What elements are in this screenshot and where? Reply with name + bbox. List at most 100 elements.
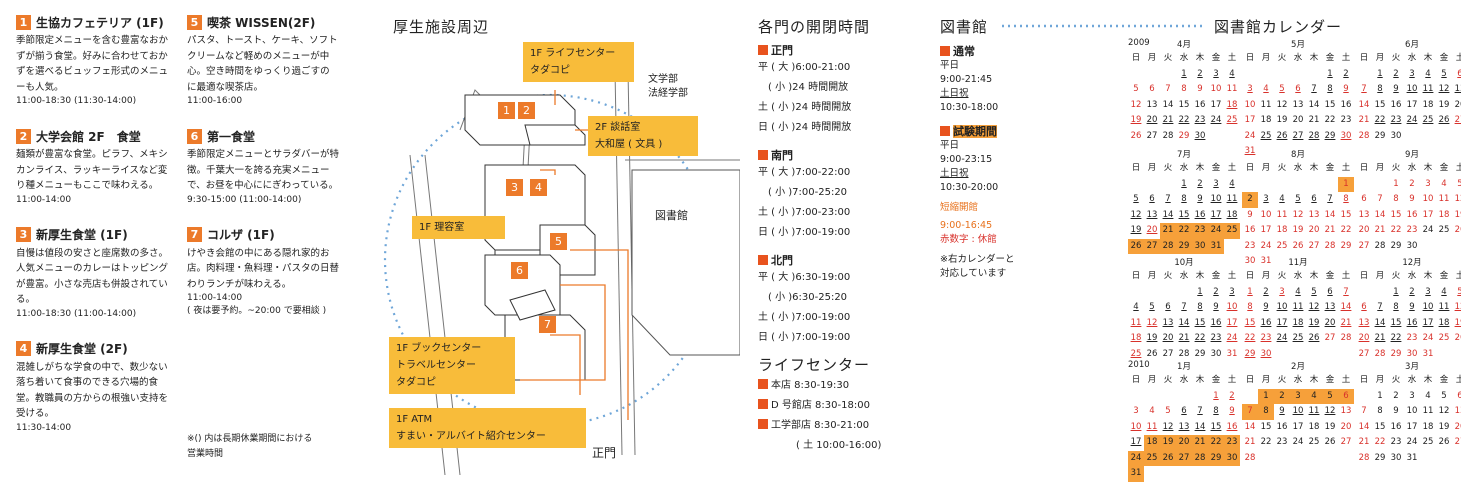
calendar-day: 13	[1146, 99, 1158, 110]
calendar-day: 4	[1306, 388, 1322, 404]
long-break-note: ※() 内は長期休業期間における 営業時間	[187, 434, 313, 459]
calendar-day: 5	[1311, 286, 1317, 297]
calendar-day: 23	[1260, 333, 1272, 343]
calendar-day: 18	[1144, 435, 1160, 451]
calendar-day: 3	[1279, 286, 1285, 297]
calendar-weekday: 土	[1341, 271, 1351, 281]
calendar-day: 8	[1181, 84, 1187, 94]
calendar-weekday: 土	[1455, 53, 1461, 63]
gate-hours-line: 平 ( 大 )6:00-21:00	[758, 62, 851, 73]
calendar-day: 11	[1292, 302, 1304, 312]
calendar-day: 7	[1377, 302, 1383, 312]
calendar-day: 7	[1181, 302, 1187, 312]
library-normal-head: 通常	[953, 45, 975, 58]
calendar-day: 22	[1178, 115, 1190, 125]
calendar-weekday: 金	[1211, 375, 1221, 385]
calendar-day: 2	[1197, 178, 1203, 189]
calendar-day: 25	[1438, 333, 1450, 343]
gate-name: 正門	[758, 42, 908, 58]
calendar-day: 4	[1441, 286, 1447, 297]
calendar-day: 25	[1260, 130, 1272, 141]
calendar-weekday: 日	[1131, 53, 1141, 63]
calendar-day: 6	[1181, 406, 1187, 416]
calendar-day: 15	[1340, 209, 1352, 220]
calendar-day: 19	[1438, 421, 1450, 432]
calendar-weekday: 火	[1163, 375, 1173, 385]
calendar-weekday: 日	[1359, 163, 1369, 173]
calendar-day: 14	[1374, 317, 1386, 328]
facility-hours: 11:00-16:00	[187, 96, 243, 106]
calendar-day: 5	[1457, 178, 1461, 189]
facility-number: 1	[16, 14, 31, 30]
calendar-day: 2	[1242, 192, 1258, 208]
calendar-day: 27	[1292, 130, 1304, 141]
facility-number: 4	[16, 341, 31, 356]
calendar-weekday: 土	[1341, 163, 1351, 173]
calendar-day: 14	[1358, 421, 1370, 432]
calendar-day: 13	[1454, 84, 1461, 94]
gate-hours-line: 土 ( 小 )7:00-19:00	[758, 312, 851, 323]
calendar-weekday: 木	[1195, 163, 1205, 173]
calendar-day: 30	[1192, 238, 1208, 254]
facility-description: 自慢は値段の安さと座席数の多さ。人気メニューのカレーはトッピングが豊富。小さな売…	[16, 247, 169, 306]
calendar-day: 29	[1374, 130, 1386, 141]
gate-hours-line: 土 ( 小 )24 時間開放	[758, 102, 852, 113]
calendar-day: 30	[1210, 348, 1222, 359]
calendar-weekday: 金	[1325, 163, 1335, 173]
calendar-day: 20	[1324, 317, 1336, 328]
calendar-day: 8	[1247, 302, 1253, 312]
calendar-day: 24	[1422, 333, 1434, 343]
facility-hours: 11:30-14:00	[16, 422, 72, 433]
calendar-weekday: 土	[1227, 271, 1237, 281]
calendar-day: 3	[1290, 388, 1306, 404]
calendar-day: 14	[1162, 99, 1174, 110]
calendar-day: 6	[1295, 84, 1301, 94]
calendar-day: 7	[1311, 84, 1317, 94]
calendar-day: 20	[1358, 333, 1370, 343]
calendar-day: 31	[1406, 452, 1418, 463]
calendar-day: 1	[1338, 176, 1354, 192]
calendar-day: 2	[1409, 178, 1415, 189]
calendar-day: 6	[1311, 194, 1317, 204]
calendar-day: 28	[1178, 348, 1190, 359]
library-exam-head: 試験期間	[953, 125, 997, 138]
facility-description: けやき会館の中にある隠れ家的お店。肉料理・魚料理・パスタの日替わりランチが味わえ…	[187, 247, 340, 290]
calendar-day: 17	[1406, 421, 1418, 432]
life-center-title: ライフセンター	[758, 356, 871, 374]
gate-hours-line: 土 ( 小 )7:00-23:00	[758, 207, 851, 218]
calendar-day: 7	[1165, 194, 1171, 204]
calendar-day: 25	[1130, 348, 1142, 359]
calendar-weekday: 火	[1391, 163, 1401, 173]
calendar-day: 21	[1192, 435, 1208, 451]
facility-name: 新厚生食堂 (1F)	[36, 228, 128, 242]
calendar-day: 12	[1146, 317, 1158, 328]
calendar-weekday: 土	[1455, 163, 1461, 173]
calendar-day: 3	[1229, 286, 1235, 297]
library-exam-line: 平日	[940, 140, 960, 151]
calendar-weekday: 水	[1179, 375, 1189, 385]
calendar-weekday: 火	[1163, 271, 1173, 281]
calendar-day: 7	[1377, 194, 1383, 204]
life-center-item-d: D 号館店 8:30-18:00	[771, 400, 870, 411]
calendar-day: 28	[1340, 333, 1352, 343]
calendar-day: 9	[1279, 406, 1285, 416]
calendar-day: 13	[1292, 99, 1304, 110]
calendar-day: 23	[1224, 435, 1240, 451]
calendar-day: 27	[1454, 437, 1461, 447]
facility-number: 2	[16, 128, 31, 144]
library-dotted-connector	[1002, 24, 1205, 28]
facility-name: コルザ (1F)	[207, 228, 275, 242]
map-text-library: 図書館	[655, 209, 688, 222]
calendar-weekday: 土	[1341, 375, 1351, 385]
calendar-day: 26	[1454, 333, 1461, 343]
calendar-month-label: 2月	[1291, 362, 1305, 372]
calendar-day: 17	[1276, 317, 1288, 328]
calendar-day: 16	[1226, 421, 1238, 432]
calendar-day: 9	[1213, 302, 1219, 312]
calendar-day: 12	[1454, 194, 1461, 204]
calendar-day: 26	[1276, 130, 1288, 141]
calendar-day: 2	[1274, 388, 1290, 404]
facility-description: 麺類が豊富な食堂。ピラフ、メキシカンライス、ラッキーライスなど変り種メニューもこ…	[16, 149, 168, 191]
